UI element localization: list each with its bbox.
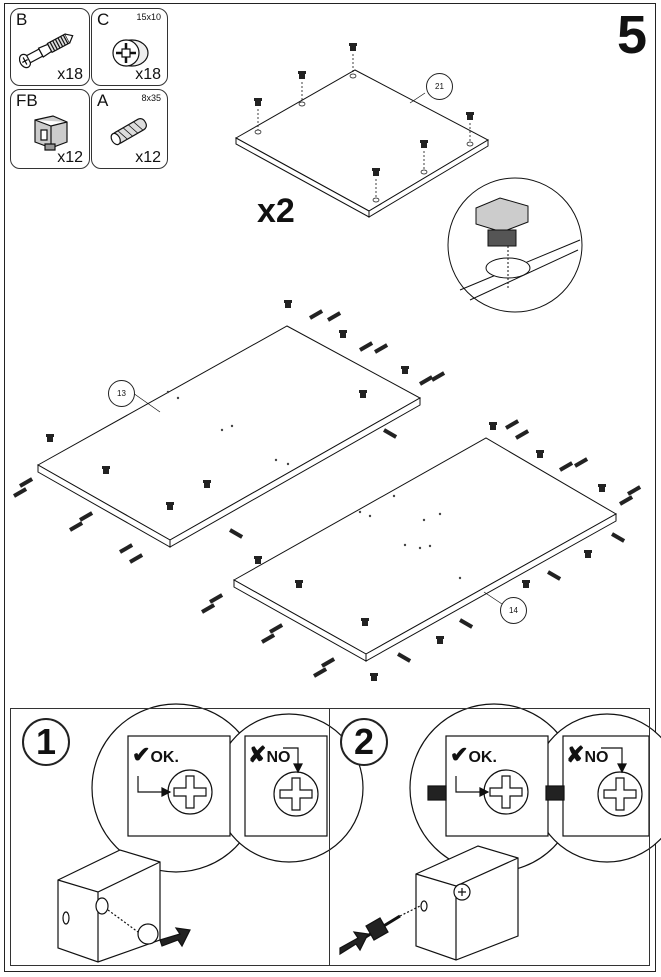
step-2-number: 2 xyxy=(340,718,388,766)
cross-icon: ✘ xyxy=(248,742,267,767)
part-letter: FB xyxy=(16,91,38,110)
part-letter: B xyxy=(16,10,28,29)
step-2-diagram xyxy=(339,703,661,961)
connector-icon xyxy=(34,115,68,151)
wood-dowel-icon xyxy=(110,118,147,146)
part-fb-box: FB x12 xyxy=(10,89,90,169)
cam-bolt-icon xyxy=(18,33,74,69)
callout-panel-13: 13 xyxy=(108,380,135,407)
step-2-no-label: ✘NO xyxy=(566,742,609,767)
part-qty: x18 xyxy=(135,66,161,83)
panel-14 xyxy=(232,437,618,662)
part-a-box: A 8x35 x12 xyxy=(91,89,168,169)
instruction-page-frame xyxy=(4,3,656,972)
part-qty: x18 xyxy=(57,66,83,83)
check-icon: ✔ xyxy=(450,742,469,767)
step-1-no-label: ✘NO xyxy=(248,742,291,767)
cam-lock-icon xyxy=(112,39,149,67)
part-qty: x12 xyxy=(135,149,161,166)
part-b-box: B x18 xyxy=(10,8,90,86)
step-1-diagram xyxy=(57,703,364,963)
part-c-box: C 15x10 x18 xyxy=(91,8,168,86)
cross-icon: ✘ xyxy=(566,742,585,767)
panel-13 xyxy=(36,325,422,548)
quantity-multiplier: x2 xyxy=(257,192,295,230)
check-icon: ✔ xyxy=(132,742,151,767)
part-size: 8x35 xyxy=(141,93,161,103)
callout-panel-14: 14 xyxy=(500,597,527,624)
callout-panel-21: 21 xyxy=(426,73,453,100)
part-size: 15x10 xyxy=(136,12,161,22)
step-1-ok-label: ✔OK. xyxy=(132,742,179,767)
step-divider xyxy=(329,708,331,966)
part-qty: x12 xyxy=(57,149,83,166)
part-letter: A xyxy=(97,91,109,110)
detail-magnifier xyxy=(447,177,583,313)
step-2-ok-label: ✔OK. xyxy=(450,742,497,767)
step-1-number: 1 xyxy=(22,718,70,766)
step-number: 5 xyxy=(616,5,647,65)
part-letter: C xyxy=(97,10,110,29)
